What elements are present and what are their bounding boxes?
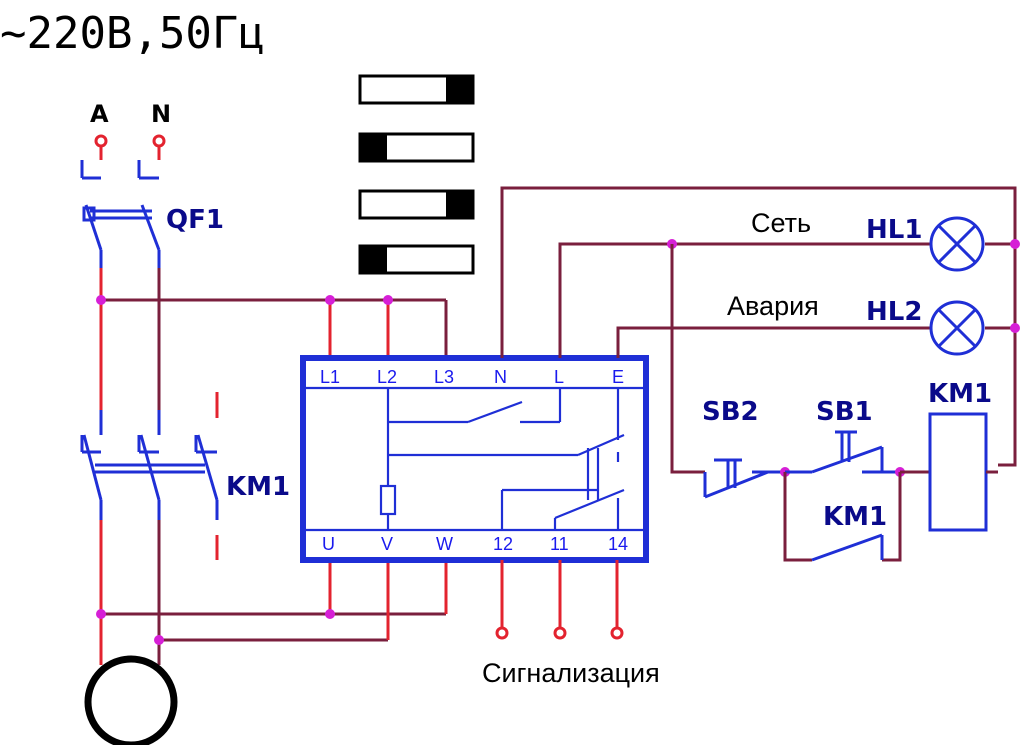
input-terminal-n <box>152 134 166 148</box>
phase-n-label: N <box>151 100 171 128</box>
signal-caption: Сигнализация <box>482 658 660 688</box>
wire-to-sb2 <box>670 244 705 474</box>
phase-a-label: A <box>90 100 109 128</box>
contactor-label: KM1 <box>226 472 290 502</box>
terminal-l2: L2 <box>377 367 397 387</box>
button-sb1-label: SB1 <box>816 397 873 427</box>
contact-km1-aux <box>811 533 884 562</box>
terminal-v: V <box>381 534 393 554</box>
motor <box>84 655 178 745</box>
lamp-hl1-caption: Сеть <box>751 208 811 238</box>
wire-aux-in <box>783 472 812 562</box>
signal-terminal-11 <box>553 626 567 640</box>
lamp-hl2-caption: Авария <box>727 291 819 321</box>
indicator-bar-3 <box>358 189 475 220</box>
indicator-bar-2 <box>358 132 475 163</box>
button-sb1 <box>785 430 900 474</box>
coil-label: KM1 <box>928 379 992 409</box>
lamp-hl1-label: HL1 <box>866 215 922 245</box>
junction-dot <box>1010 323 1020 333</box>
junction-dot <box>325 609 335 619</box>
button-sb2-label: SB2 <box>702 397 759 427</box>
junction-dot <box>154 635 164 645</box>
terminal-12: 12 <box>493 534 513 554</box>
input-terminal-a <box>94 134 108 148</box>
junction-dot <box>1010 239 1020 249</box>
indicator-bar-1 <box>358 74 475 105</box>
terminal-l1: L1 <box>320 367 340 387</box>
contactor-km1-main <box>80 410 219 520</box>
terminal-n: N <box>494 367 507 387</box>
terminal-14: 14 <box>608 534 628 554</box>
terminal-l3: L3 <box>434 367 454 387</box>
wire-aux-out <box>882 472 902 562</box>
junction-dot <box>383 295 393 305</box>
junction-dot <box>325 295 335 305</box>
breaker-label: QF1 <box>166 205 224 235</box>
wire-l-hl1 <box>558 242 930 358</box>
button-sb2 <box>703 458 782 499</box>
indicator-bar-4 <box>358 244 475 275</box>
terminal-w: W <box>436 534 453 554</box>
terminal-l: L <box>554 367 564 387</box>
terminal-u: U <box>322 534 335 554</box>
control-relay <box>300 355 649 563</box>
terminal-e: E <box>612 367 624 387</box>
terminal-11: 11 <box>550 534 569 554</box>
signal-terminal-12 <box>495 626 509 640</box>
coil-km1 <box>928 412 988 532</box>
wire-neutral-loop <box>500 186 1017 467</box>
wire-e-hl2 <box>616 326 930 358</box>
lamp-hl2 <box>929 300 985 356</box>
junction-dot <box>96 295 106 305</box>
aux-contact-label: KM1 <box>823 502 887 532</box>
signal-terminal-14 <box>610 626 624 640</box>
lamp-hl1 <box>929 216 985 272</box>
supply-title: ~220В,50Гц <box>0 8 265 59</box>
breaker-qf1 <box>80 160 161 268</box>
lamp-hl2-label: HL2 <box>866 297 922 327</box>
junction-dot <box>96 609 106 619</box>
